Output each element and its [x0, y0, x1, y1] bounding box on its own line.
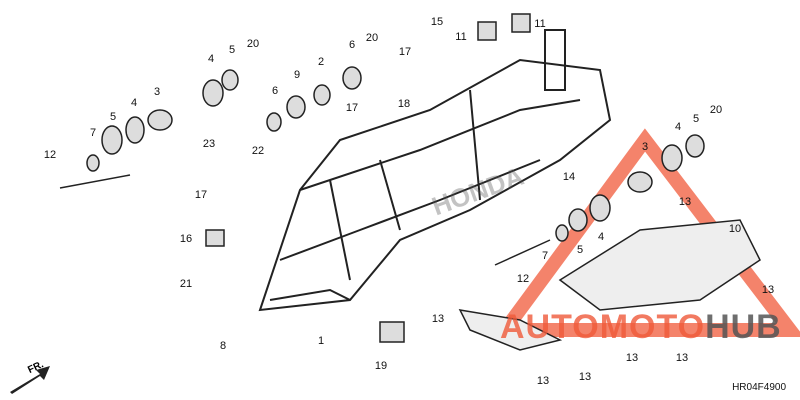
callout-13[interactable]: 13	[536, 375, 550, 387]
callout-8[interactable]: 8	[219, 340, 227, 352]
callout-5[interactable]: 5	[576, 244, 584, 256]
callout-7[interactable]: 7	[541, 250, 549, 262]
callout-22[interactable]: 22	[251, 145, 265, 157]
callout-13[interactable]: 13	[761, 284, 775, 296]
callout-16[interactable]: 16	[179, 233, 193, 245]
callout-14[interactable]: 14	[562, 171, 576, 183]
callout-15[interactable]: 15	[430, 16, 444, 28]
callout-13[interactable]: 13	[431, 313, 445, 325]
callout-4[interactable]: 4	[597, 231, 605, 243]
callout-17[interactable]: 17	[194, 189, 208, 201]
callout-19[interactable]: 19	[374, 360, 388, 372]
callout-2[interactable]: 2	[317, 56, 325, 68]
callout-12[interactable]: 12	[43, 149, 57, 161]
callout-6[interactable]: 6	[271, 85, 279, 97]
callout-11[interactable]: 11	[455, 31, 467, 43]
hardware-parts	[59, 13, 705, 343]
callout-7[interactable]: 7	[89, 127, 97, 139]
callout-11[interactable]: 11	[534, 18, 546, 30]
callout-1[interactable]: 1	[317, 335, 325, 347]
frame-body	[258, 29, 612, 312]
diagram-code: HR04F4900	[732, 382, 786, 393]
callout-3[interactable]: 3	[153, 86, 161, 98]
callout-13[interactable]: 13	[625, 352, 639, 364]
callout-13[interactable]: 13	[675, 352, 689, 364]
watermark-part2: HUB	[705, 308, 782, 346]
callout-13[interactable]: 13	[678, 196, 692, 208]
callout-5[interactable]: 5	[228, 44, 236, 56]
callout-4[interactable]: 4	[207, 53, 215, 65]
watermark-part1: AUTOMOTO	[500, 308, 706, 346]
callout-12[interactable]: 12	[516, 273, 530, 285]
callout-4[interactable]: 4	[130, 97, 138, 109]
front-guard	[458, 309, 563, 351]
callout-5[interactable]: 5	[109, 111, 117, 123]
callout-23[interactable]: 23	[202, 138, 216, 150]
front-arrow-icon	[10, 366, 50, 394]
callout-21[interactable]: 21	[179, 278, 193, 290]
callout-3[interactable]: 3	[641, 141, 649, 153]
callout-4[interactable]: 4	[674, 121, 682, 133]
callout-17[interactable]: 17	[398, 46, 412, 58]
callout-10[interactable]: 10	[728, 223, 742, 235]
callout-20[interactable]: 20	[709, 104, 723, 116]
callout-20[interactable]: 20	[365, 32, 379, 44]
watermark: AUTOMOTOHUB	[500, 310, 782, 344]
callout-20[interactable]: 20	[246, 38, 260, 50]
callout-9[interactable]: 9	[293, 69, 301, 81]
callout-5[interactable]: 5	[692, 113, 700, 125]
skid-plate	[558, 219, 761, 311]
callout-6[interactable]: 6	[348, 39, 356, 51]
callout-13[interactable]: 13	[578, 371, 592, 383]
callout-17[interactable]: 17	[345, 102, 359, 114]
callout-18[interactable]: 18	[397, 98, 411, 110]
